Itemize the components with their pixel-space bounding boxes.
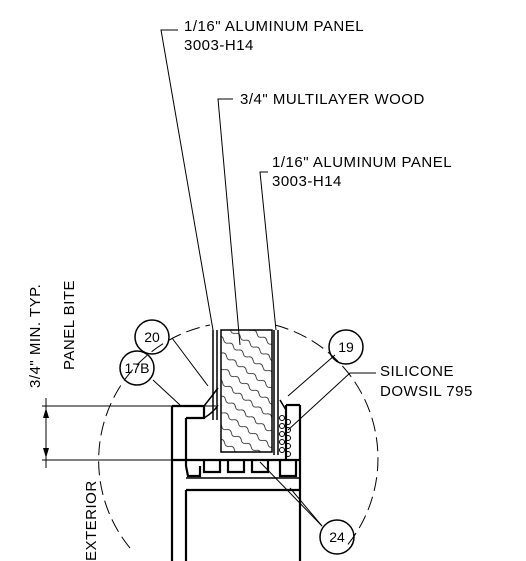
- callout-20: 20: [134, 319, 170, 355]
- label-dimension: 3/4" MIN. TYP. PANEL BITE: [27, 280, 78, 388]
- exterior-text: EXTERIOR: [83, 480, 100, 561]
- top-panel-line1: 1/16" ALUMINUM PANEL: [184, 18, 364, 35]
- silicone-line1: SILICONE: [380, 363, 454, 380]
- top-panel-line2: 3003-H14: [184, 37, 254, 54]
- callout-17b: 17B: [119, 350, 155, 386]
- label-right-panel: 1/16" ALUMINUM PANEL 3003-H14: [272, 154, 452, 190]
- right-aluminum-panel: [273, 330, 279, 455]
- callout-17b-text: 17B: [125, 360, 150, 376]
- right-extrusion-profile: [279, 399, 302, 561]
- callout-20-text: 20: [144, 329, 160, 345]
- right-panel-line2: 3003-H14: [272, 173, 342, 190]
- silicone-bead: [279, 415, 291, 457]
- label-wood: 3/4" MULTILAYER WOOD: [240, 91, 425, 108]
- wood-text: 3/4" MULTILAYER WOOD: [240, 91, 425, 108]
- panel-bite-dimension: [42, 398, 216, 468]
- callout-19-text: 19: [338, 339, 354, 355]
- label-top-panel: 1/16" ALUMINUM PANEL 3003-H14: [184, 18, 364, 54]
- detail-circle: [98, 324, 379, 549]
- bottom-frame: [172, 458, 300, 492]
- left-extrusion-profile: [170, 387, 219, 561]
- wood-core: [220, 329, 273, 453]
- label-silicone: SILICONE DOWSIL 795: [380, 363, 473, 400]
- silicone-line2: DOWSIL 795: [380, 383, 473, 400]
- callout-24: 24: [319, 519, 355, 555]
- min-typ-text: 3/4" MIN. TYP.: [27, 284, 44, 388]
- callout-24-text: 24: [329, 529, 345, 545]
- panel-bite-text: PANEL BITE: [61, 280, 78, 370]
- right-panel-line1: 1/16" ALUMINUM PANEL: [272, 154, 452, 171]
- left-aluminum-panel: [212, 330, 218, 420]
- callout-19: 19: [328, 329, 364, 365]
- leader-lines: [152, 29, 376, 527]
- label-exterior: EXTERIOR: [83, 480, 100, 561]
